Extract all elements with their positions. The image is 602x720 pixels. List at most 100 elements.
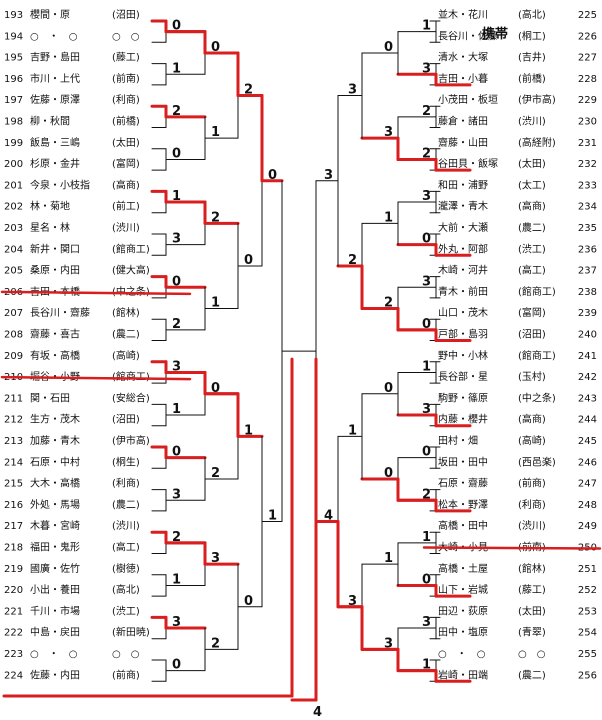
school-name: (高工) xyxy=(112,541,140,554)
entry-row: 齋藤・山田(高経附)231 xyxy=(438,136,597,149)
entry-number: 225 xyxy=(578,10,597,21)
school-name: (沼田) xyxy=(112,8,140,21)
player-pair: 市川・上代 xyxy=(30,72,80,85)
handwritten-score: 1 xyxy=(211,296,220,311)
school-name: (渋工) xyxy=(518,242,546,255)
school-name: (高北) xyxy=(112,583,140,596)
player-pair: 大前・大瀬 xyxy=(438,221,488,234)
player-pair: 坂田・田中 xyxy=(438,455,488,468)
entry-number: 228 xyxy=(578,74,597,85)
entry-number: 248 xyxy=(578,500,597,511)
entry-number: 203 xyxy=(4,223,23,234)
player-pair: 柳・秋間 xyxy=(30,115,70,128)
handwritten-score: 2 xyxy=(422,146,431,161)
player-pair: 齋藤・喜古 xyxy=(30,328,80,341)
entry-number: 223 xyxy=(4,649,23,660)
handwritten-score: 1 xyxy=(172,402,181,417)
player-pair: 田辺・荻原 xyxy=(438,605,488,617)
handwritten-score: 0 xyxy=(244,594,253,609)
entry-number: 221 xyxy=(4,606,23,617)
handwritten-score: 0 xyxy=(268,168,277,183)
handwritten-score: 3 xyxy=(324,168,333,183)
entry-number: 220 xyxy=(4,585,23,596)
entry-row: 大前・大瀬(農二)235 xyxy=(438,221,597,234)
entry-number: 213 xyxy=(4,436,23,447)
handwritten-score: 3 xyxy=(384,636,393,651)
player-pair: 石原・中村 xyxy=(30,455,80,468)
entry-number: 207 xyxy=(4,308,23,319)
player-pair: 青木・前田 xyxy=(438,285,488,298)
player-pair: 内藤・櫻井 xyxy=(438,413,488,426)
entry-row: 松本・野澤(利商)248 xyxy=(438,498,597,511)
school-name: (青翠) xyxy=(518,626,546,639)
school-name: (桐生) xyxy=(112,455,140,468)
handwritten-marks: 0120130231032130012102322010011322303013… xyxy=(172,19,431,673)
entry-number: 229 xyxy=(578,95,597,106)
entry-row: 長谷部・星(玉村)242 xyxy=(438,370,597,383)
school-name: (前商) xyxy=(112,668,140,681)
handwritten-score: 3 xyxy=(422,615,431,630)
entry-number: 246 xyxy=(578,457,597,468)
handwritten-score: 1 xyxy=(422,359,431,374)
school-name: ○ ○ xyxy=(518,649,545,660)
handwritten-score: 0 xyxy=(211,381,220,396)
handwritten-score: 1 xyxy=(244,423,253,438)
entry-row: ○ ・ ○○ ○255 xyxy=(438,649,597,660)
player-pair: 長谷川・齋藤 xyxy=(30,306,90,319)
handwritten-score: 2 xyxy=(244,83,253,98)
handwritten-score: 1 xyxy=(384,551,393,566)
school-name: (館商工) xyxy=(518,349,556,362)
school-name: (吉井) xyxy=(518,51,546,64)
entry-row: 瀧澤・青木(高商)234 xyxy=(438,200,597,213)
school-name: (高商) xyxy=(518,413,546,426)
handwritten-score: 3 xyxy=(422,189,431,204)
school-name: (高商) xyxy=(112,178,140,191)
entry-row: 山口・茂木 (富岡) 239 xyxy=(438,306,597,319)
entry-number: 197 xyxy=(4,95,23,106)
entry-number: 211 xyxy=(4,393,23,404)
school-name: (伊市高) xyxy=(518,93,556,106)
entry-row: 長谷川・佐藤(桐工)226 xyxy=(438,29,597,42)
handwritten-score: 2 xyxy=(384,296,393,311)
entry-row: 野中・小林(館商工)241 xyxy=(438,349,597,362)
player-pair: 飯島・三嶋 xyxy=(30,136,80,149)
player-pair: 山口・茂木 xyxy=(438,306,488,319)
handwritten-score: 3 xyxy=(172,232,181,247)
entry-number: 254 xyxy=(578,628,597,639)
school-name: (富岡) xyxy=(518,306,546,319)
handwritten-score: 1 xyxy=(348,423,357,438)
player-pair: 小茂田・板垣 xyxy=(438,93,498,106)
player-pair: 櫻間・原 xyxy=(30,8,70,21)
entry-number: 255 xyxy=(578,649,597,660)
entry-number: 239 xyxy=(578,308,597,319)
strikethrough-mark xyxy=(422,546,602,550)
handwritten-score: 3 xyxy=(348,83,357,98)
handwritten-score: 0 xyxy=(422,572,431,587)
handwritten-score: 1 xyxy=(172,572,181,587)
entry-row: 吉田・小暮(前橋)228 xyxy=(438,72,597,85)
handwritten-score: 1 xyxy=(172,61,181,76)
entry-row: 木崎・河井(高工)237 xyxy=(438,264,597,277)
player-pair: 藤倉・諸田 xyxy=(438,115,488,128)
school-name: (高崎) xyxy=(112,349,140,362)
player-pair: 新井・関口 xyxy=(30,242,80,255)
entry-row: 岩崎・田端(農二)256 xyxy=(438,668,597,681)
handwritten-score: 0 xyxy=(172,19,181,34)
player-pair: 石原・齋藤 xyxy=(438,477,488,490)
entry-row: 戸部・島羽(沼田)240 xyxy=(438,328,597,341)
handwritten-score: 0 xyxy=(172,658,181,673)
entry-number: 194 xyxy=(4,31,23,42)
player-pair: 松本・野澤 xyxy=(438,498,488,511)
entry-row: 青木・前田(館商工)238 xyxy=(438,285,597,298)
school-name: (西邑楽) xyxy=(518,455,556,468)
player-pair: 吉田・小暮 xyxy=(438,72,488,85)
entry-number: 224 xyxy=(4,670,23,681)
player-pair: 木暮・宮崎 xyxy=(30,519,80,532)
